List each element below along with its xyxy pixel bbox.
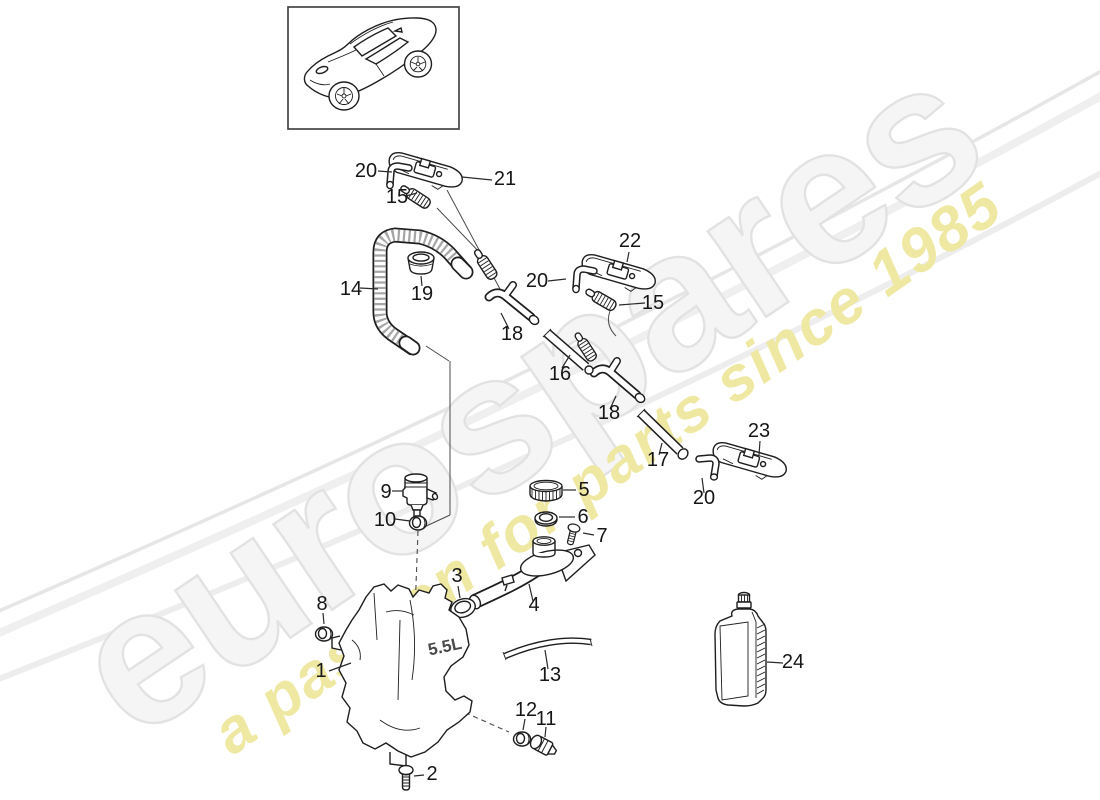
callout-16: 16 — [549, 363, 571, 385]
part-3-seal-ring — [450, 597, 476, 620]
car-line-art — [303, 17, 437, 111]
callout-7: 7 — [596, 525, 607, 547]
part-11-level-sensor — [529, 734, 558, 756]
callout-17: 17 — [647, 449, 669, 471]
callout-labels: 20 21 15 14 19 22 20 15 18 16 18 17 23 2… — [315, 160, 804, 785]
part-20-elbow-connector-bottom — [695, 454, 720, 481]
part-18-y-connector-lower — [589, 357, 646, 404]
callout-3: 3 — [451, 565, 462, 587]
callout-22: 22 — [619, 230, 641, 252]
callout-20-mid: 20 — [526, 270, 548, 292]
part-1-washer-reservoir: 5.5L — [331, 583, 473, 767]
callout-15-mid: 15 — [642, 292, 664, 314]
part-5-reservoir-cap — [529, 479, 563, 502]
callout-21: 21 — [494, 168, 516, 190]
callout-5: 5 — [578, 479, 589, 501]
part-10-grommet — [408, 515, 428, 531]
part-18-y-connector-upper — [484, 281, 540, 326]
part-16-tube — [542, 328, 594, 375]
callout-4: 4 — [528, 594, 539, 616]
part-23-washer-jet — [708, 439, 790, 486]
callout-leader-lines — [322, 170, 784, 777]
part-6-seal-ring — [534, 511, 558, 527]
part-8-grommet — [314, 626, 334, 642]
watermark-brand: eurospares — [35, 16, 1017, 777]
callout-9: 9 — [380, 481, 391, 503]
callout-24: 24 — [782, 651, 804, 673]
hose-connector-piece-a — [470, 246, 500, 282]
callout-12: 12 — [515, 699, 537, 721]
part-4-filler-pipe — [468, 536, 596, 610]
callout-14: 14 — [340, 278, 362, 300]
callout-8: 8 — [316, 593, 327, 615]
watermark-swoosh — [0, 69, 1100, 682]
callout-2: 2 — [426, 763, 437, 785]
part-9-washer-pump — [402, 473, 439, 517]
callout-6: 6 — [577, 506, 588, 528]
callout-11: 11 — [536, 708, 557, 730]
callout-18-upper: 18 — [501, 323, 523, 345]
callout-18-lower: 18 — [598, 402, 620, 424]
callout-20-bottom: 20 — [693, 487, 715, 509]
part-2-screw — [398, 764, 414, 791]
part-24-washer-fluid-bottle — [714, 591, 767, 707]
part-13-hose — [502, 637, 593, 661]
car-overview-inset — [287, 6, 460, 130]
callout-10: 10 — [374, 509, 396, 531]
part-19-cap — [407, 251, 435, 275]
callout-20-top: 20 — [355, 160, 377, 182]
part-12-grommet — [512, 731, 532, 747]
callout-23: 23 — [748, 420, 770, 442]
part-20-elbow-connector-mid — [572, 265, 598, 294]
callout-1: 1 — [315, 660, 326, 682]
part-17-tube — [636, 408, 689, 460]
callout-15-top: 15 — [386, 186, 408, 208]
part-14-corrugated-hose — [372, 227, 474, 356]
callout-19: 19 — [411, 283, 433, 305]
callout-13: 13 — [539, 664, 561, 686]
